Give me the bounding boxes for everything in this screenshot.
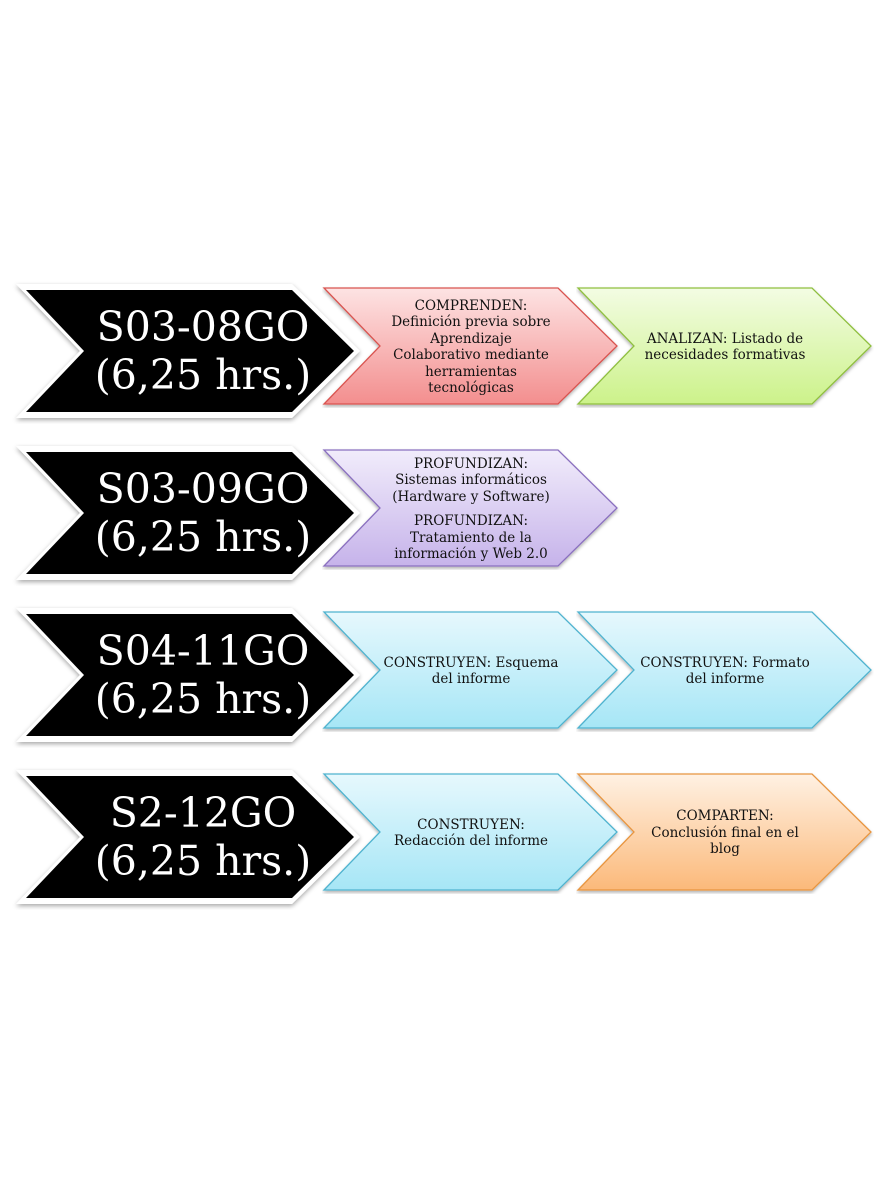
session-code: S2-12GO [109,789,297,837]
activity-chevron: CONSTRUYEN:Redacción del informe [322,772,620,894]
activity-text-line: COMPRENDEN: [414,297,528,314]
session-label: S03-08GO(6,25 hrs.) [48,278,358,424]
session-chevron-shape [16,446,360,580]
activity-text-line: necesidades formativas [644,347,806,363]
activity-text-line: herramientas [425,363,517,380]
session-code: S04-11GO [96,627,310,675]
session-hours: (6,25 hrs.) [94,837,312,885]
activity-text-line: (Hardware y Software) [392,488,550,505]
activity-text-line: tecnológicas [428,380,514,396]
activity-chevron-shape [322,449,618,567]
session-chevron: S04-11GO(6,25 hrs.) [8,602,370,748]
activity-text-line: CONSTRUYEN: [417,816,525,833]
session-hours: (6,25 hrs.) [94,513,312,561]
activity-text-line: PROFUNDIZAN: [413,455,529,472]
activity-text-line: información y Web 2.0 [394,546,548,562]
activity-text: PROFUNDIZAN:Sistemas informáticos(Hardwa… [380,448,562,570]
activity-chevron-shape [322,611,618,729]
activity-text-line: blog [710,841,740,858]
session-chevron-shape [16,284,360,418]
activity-text-line: PROFUNDIZAN: [413,513,529,529]
activity-chevron-shape [576,773,872,891]
session-chevron-shape [16,608,360,742]
activity-chevron: PROFUNDIZAN:Sistemas informáticos(Hardwa… [322,448,620,570]
session-chevron: S03-09GO(6,25 hrs.) [8,440,370,586]
session-hours: (6,25 hrs.) [94,351,312,399]
activity-text-line: Redacción del informe [393,833,549,849]
activity-text-line: Conclusión final en el [651,824,799,841]
session-label: S2-12GO(6,25 hrs.) [48,764,358,910]
session-code: S03-08GO [96,303,310,351]
session-chevron: S03-08GO(6,25 hrs.) [8,278,370,424]
activity-chevron-shape [322,287,618,405]
activity-text-line: CONSTRUYEN: Formato [640,654,810,671]
activity-text-line: del informe [431,671,511,687]
activity-chevron-shape [576,287,872,405]
activity-chevron-shape [322,773,618,891]
activity-text-line: Definición previa sobre [391,314,551,330]
session-label: S03-09GO(6,25 hrs.) [48,440,358,586]
activity-text-line: Tratamiento de la [410,529,532,546]
session-hours: (6,25 hrs.) [94,675,312,723]
session-chevron: S2-12GO(6,25 hrs.) [8,764,370,910]
activity-text-line: Colaborativo mediante [393,347,549,363]
activity-text-line: COMPARTEN: [676,808,774,825]
activity-chevron-shape [576,611,872,729]
session-label: S04-11GO(6,25 hrs.) [48,602,358,748]
activity-text-line: del informe [685,671,765,687]
activity-text-line: CONSTRUYEN: Esquema [383,654,559,671]
session-code: S03-09GO [96,465,310,513]
activity-text-line: Sistemas informáticos [395,472,547,488]
activity-text-line: Aprendizaje [430,330,512,347]
session-chevron-shape [16,770,360,904]
activity-text: CONSTRUYEN:Redacción del informe [380,772,562,894]
activity-text-line: ANALIZAN: Listado de [646,330,804,347]
